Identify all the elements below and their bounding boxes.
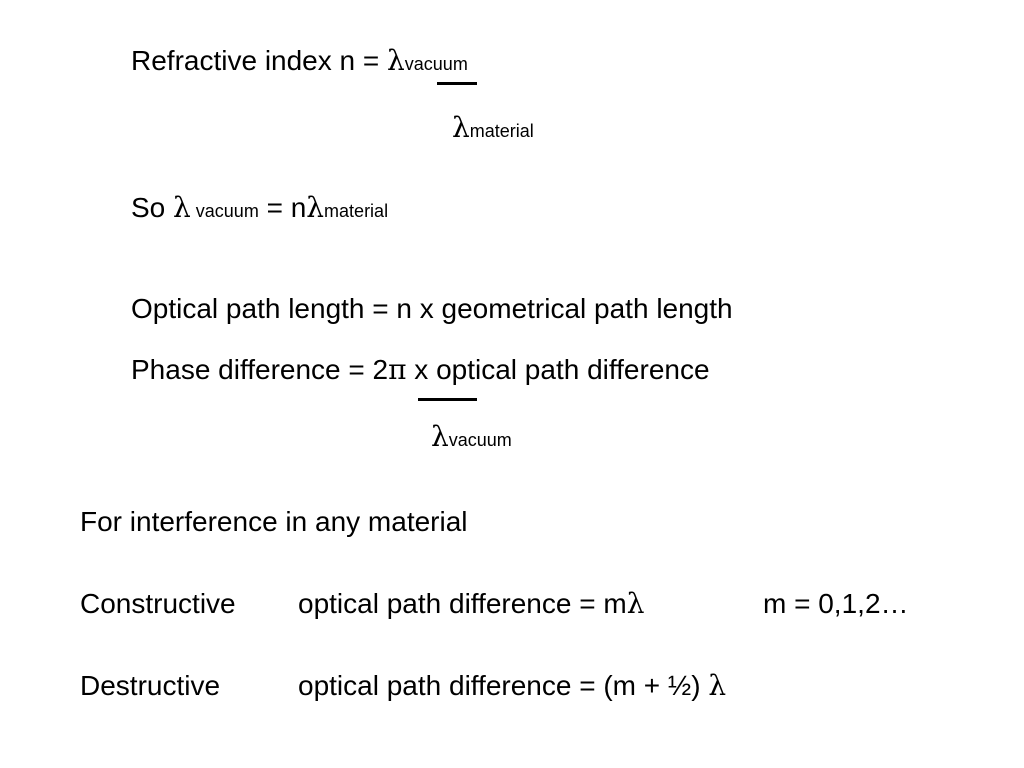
fraction-bar: [437, 82, 477, 85]
phase-difference-line: Phase difference = 2π x optical path dif…: [131, 356, 710, 384]
lambda-symbol: λ: [452, 111, 470, 144]
constructive-m-values: m = 0,1,2…: [763, 588, 909, 619]
so-label: So: [131, 192, 174, 223]
refractive-index-line: Refractive index n = λvacuum: [131, 47, 468, 75]
constructive-expression: optical path difference = mλ: [298, 590, 644, 618]
equals-n: = n: [258, 192, 307, 223]
subscript-vacuum: vacuum: [190, 201, 259, 221]
refractive-index-label: Refractive index n =: [131, 45, 388, 76]
subscript-vacuum: vacuum: [404, 54, 468, 74]
lambda-symbol: λ: [173, 191, 191, 224]
refractive-denominator: λmaterial: [452, 114, 534, 142]
subscript-vacuum: vacuum: [448, 430, 512, 450]
lambda-symbol: λ: [708, 669, 727, 702]
subscript-material: material: [469, 121, 534, 141]
destructive-expr-text: optical path difference = (m + ½): [298, 670, 709, 701]
optical-path-length-line: Optical path length = n x geometrical pa…: [131, 293, 733, 324]
phase-denominator: λvacuum: [431, 423, 512, 451]
lambda-symbol: λ: [431, 420, 449, 453]
destructive-expression: optical path difference = (m + ½) λ: [298, 672, 726, 700]
pi-symbol: π: [388, 353, 407, 386]
subscript-material: material: [324, 201, 389, 221]
lambda-symbol: λ: [306, 191, 325, 224]
so-relation-line: So λ vacuum = nλmaterial: [131, 194, 388, 222]
phase-difference-tail: x optical path difference: [406, 354, 710, 385]
destructive-label: Destructive: [80, 670, 221, 701]
constructive-label: Constructive: [80, 588, 236, 619]
fraction-bar: [418, 398, 477, 401]
phase-difference-lead: Phase difference = 2: [131, 354, 389, 385]
constructive-expr-text: optical path difference = m: [298, 588, 627, 619]
lambda-symbol: λ: [626, 587, 645, 620]
lambda-symbol: λ: [387, 44, 405, 77]
interference-heading: For interference in any material: [80, 506, 468, 537]
